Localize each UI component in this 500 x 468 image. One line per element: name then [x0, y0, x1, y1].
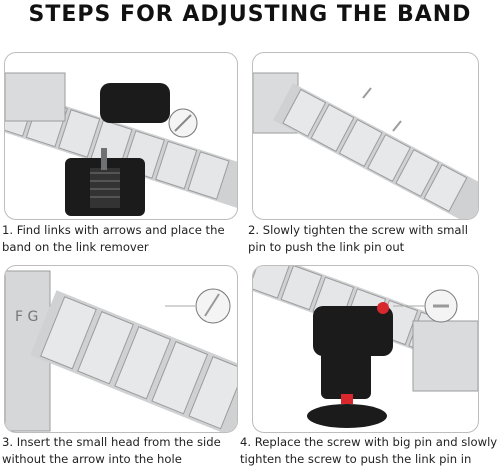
step-4-line-2: tighten the screw to push the link pin i… — [240, 452, 472, 466]
step-1-image — [4, 52, 238, 220]
step-3-caption: 3. Insert the small head from the side w… — [2, 434, 221, 468]
step-4-image — [252, 265, 479, 433]
step-3-image: F G — [4, 265, 238, 433]
page-title: STEPS FOR ADJUSTING THE BAND — [28, 2, 472, 27]
step-3-line-1: 3. Insert the small head from the side — [2, 435, 221, 449]
step-1-line-1: 1. Find links with arrows and place the — [2, 223, 225, 237]
step-2-image — [252, 52, 479, 220]
magnifier-inset — [168, 108, 198, 138]
watch-band: F G — [5, 270, 237, 432]
magnifier-inset — [165, 288, 231, 324]
step-1-line-2: band on the link remover — [2, 240, 149, 254]
magnifier-inset — [393, 289, 458, 323]
step-2-line-2: pin to push the link pin out — [248, 240, 405, 254]
step-1-caption: 1. Find links with arrows and place the … — [2, 222, 225, 256]
step-2-caption: 2. Slowly tighten the screw with small p… — [248, 222, 468, 256]
clasp-engraving: F G — [15, 309, 38, 325]
link-remover-tool — [307, 302, 393, 428]
link-pin — [362, 87, 402, 132]
step-4-line-1: 4. Replace the screw with big pin and sl… — [240, 435, 498, 449]
step-3-line-2: without the arrow into the hole — [2, 452, 182, 466]
step-4-caption: 4. Replace the screw with big pin and sl… — [240, 434, 497, 468]
link-remover-tool — [65, 83, 170, 216]
watch-band — [253, 72, 478, 219]
step-2-line-1: 2. Slowly tighten the screw with small — [248, 223, 468, 237]
